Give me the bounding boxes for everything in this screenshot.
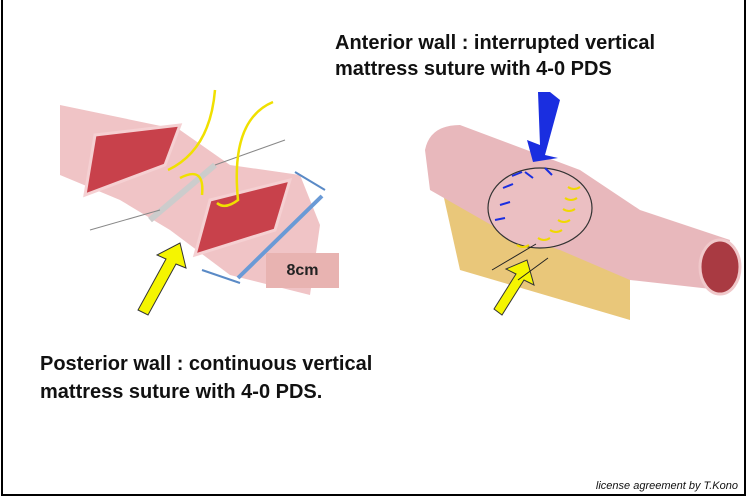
posterior-line-2: mattress suture with 4-0 PDS. — [40, 381, 323, 403]
measurement-label: 8cm — [266, 253, 339, 288]
anterior-wall-caption: Anterior wall : interrupted vertical mat… — [335, 30, 655, 82]
anterior-wall-illustration — [425, 92, 742, 320]
yellow-arrow-right — [493, 259, 535, 316]
anterior-line-2: mattress suture with 4-0 PDS — [335, 58, 612, 80]
posterior-line-1: Posterior wall : continuous vertical — [40, 353, 373, 375]
measurement-arrow — [236, 194, 324, 280]
blue-arrow — [527, 92, 560, 162]
posterior-wall-caption: Posterior wall : continuous vertical mat… — [40, 350, 372, 406]
anterior-line-1: Anterior wall : interrupted vertical — [335, 32, 656, 54]
license-credit: license agreement by T.Kono — [595, 480, 738, 492]
posterior-wall-illustration — [60, 89, 326, 316]
yellow-arrow — [137, 242, 187, 316]
